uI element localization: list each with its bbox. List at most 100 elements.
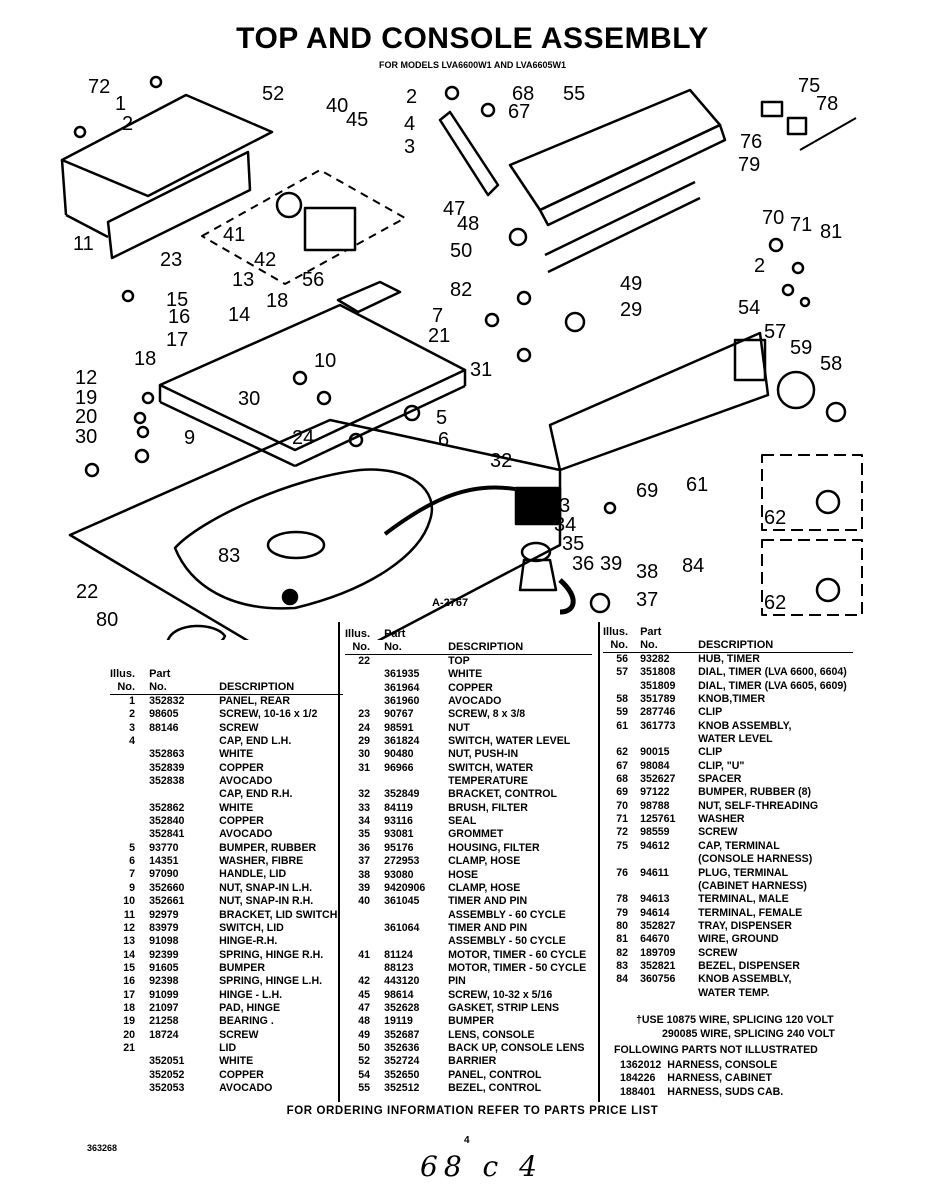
illus-no: 20 (123, 1028, 136, 1041)
part-no: 21258 (149, 1015, 179, 1028)
callout-label: 5 (436, 407, 447, 429)
part-no (634, 880, 698, 893)
col-no: No. (110, 681, 142, 695)
part-no (376, 909, 448, 922)
illus-no: 11 (123, 908, 136, 921)
description: CLAMP, HOSE (448, 881, 521, 894)
description: COPPER (448, 681, 493, 694)
callout-label: 2 (122, 113, 133, 135)
part-no: 1362012 (620, 1059, 662, 1071)
description: MOTOR, TIMER - 50 CYCLE (448, 961, 587, 974)
callout-label: 76 (740, 131, 762, 153)
table-divider-1 (338, 622, 340, 1102)
callout-label: 81 (820, 221, 842, 243)
part-no: 352051 (149, 1055, 185, 1068)
description: ASSEMBLY - 50 CYCLE (448, 935, 566, 948)
description: SPRING, HINGE R.H. (219, 948, 324, 961)
part-no: 98614 (384, 988, 414, 1001)
part-no: 92979 (149, 908, 179, 921)
illus-no: 81 (616, 933, 629, 946)
illus-no: 19 (123, 1015, 136, 1028)
col-no: No. (603, 639, 635, 653)
callout-label: 50 (450, 240, 472, 262)
part-no: 361064 (384, 921, 420, 934)
callout-label: 22 (76, 581, 98, 603)
description: TIMER AND PIN (448, 921, 528, 934)
not-illustrated-heading: FOLLOWING PARTS NOT ILLUSTRATED (614, 1044, 818, 1056)
description: (CABINET HARNESS) (698, 879, 807, 892)
description: BARRIER (448, 1055, 497, 1068)
illus-no: 17 (123, 988, 136, 1001)
lid-handle-shape (336, 280, 402, 314)
description: COPPER (219, 761, 264, 774)
illus-no: 35 (358, 828, 371, 841)
timer-motor-shape (303, 206, 357, 252)
part-no: 93081 (384, 828, 414, 841)
callout-label: 40 (326, 95, 348, 117)
callout-label: 23 (160, 249, 182, 271)
illus-no (345, 695, 376, 708)
description: NUT, SELF-THREADING (698, 799, 819, 812)
callout-label: 17 (166, 329, 188, 351)
part-no: 98084 (640, 759, 670, 772)
callout-label: 70 (762, 207, 784, 229)
illus-no: 76 (616, 866, 629, 879)
col-illus: Illus. (345, 628, 371, 640)
callout-label: 79 (738, 154, 760, 176)
illus-no: 78 (616, 893, 629, 906)
part-no: 81124 (384, 948, 413, 961)
callout-label: 62 (764, 592, 786, 614)
description: SPRING, HINGE L.H. (219, 975, 323, 988)
part-no: 84119 (384, 801, 413, 814)
part-no: 9420906 (384, 881, 426, 894)
description: HINGE-R.H. (219, 935, 278, 948)
callout-label: 56 (302, 269, 324, 291)
part-no (376, 775, 448, 788)
illus-no (345, 909, 376, 922)
illus-no: 12 (123, 921, 136, 934)
callout-label: 7 (432, 305, 443, 327)
part-no: 352841 (149, 828, 185, 841)
page-subtitle: FOR MODELS LVA6600W1 AND LVA6605W1 (378, 60, 567, 70)
part-no: 352821 (640, 959, 676, 972)
table-row: WATER LEVEL (603, 733, 853, 746)
description: SCREW (698, 826, 738, 839)
illus-no: 49 (358, 1028, 371, 1041)
illus-no (345, 922, 376, 935)
description: KNOB ASSEMBLY, (698, 719, 792, 732)
description: CAP, END L.H. (219, 735, 292, 748)
callout-label: 15 (166, 289, 188, 311)
description: MOTOR, TIMER - 60 CYCLE (448, 948, 587, 961)
part-no: 189709 (640, 946, 676, 959)
callout-label: 24 (292, 427, 314, 449)
description: GROMMET (448, 828, 504, 841)
illus-no (603, 880, 634, 893)
callout-label: 80 (96, 609, 118, 631)
callout-label: 29 (620, 299, 642, 321)
illus-no: 9 (129, 881, 136, 894)
part-no: 352849 (384, 788, 420, 801)
description: BEARING . (219, 1015, 274, 1028)
part-no: 287746 (640, 706, 676, 719)
callout-label: 48 (457, 213, 479, 235)
description: SCREW (219, 721, 259, 734)
